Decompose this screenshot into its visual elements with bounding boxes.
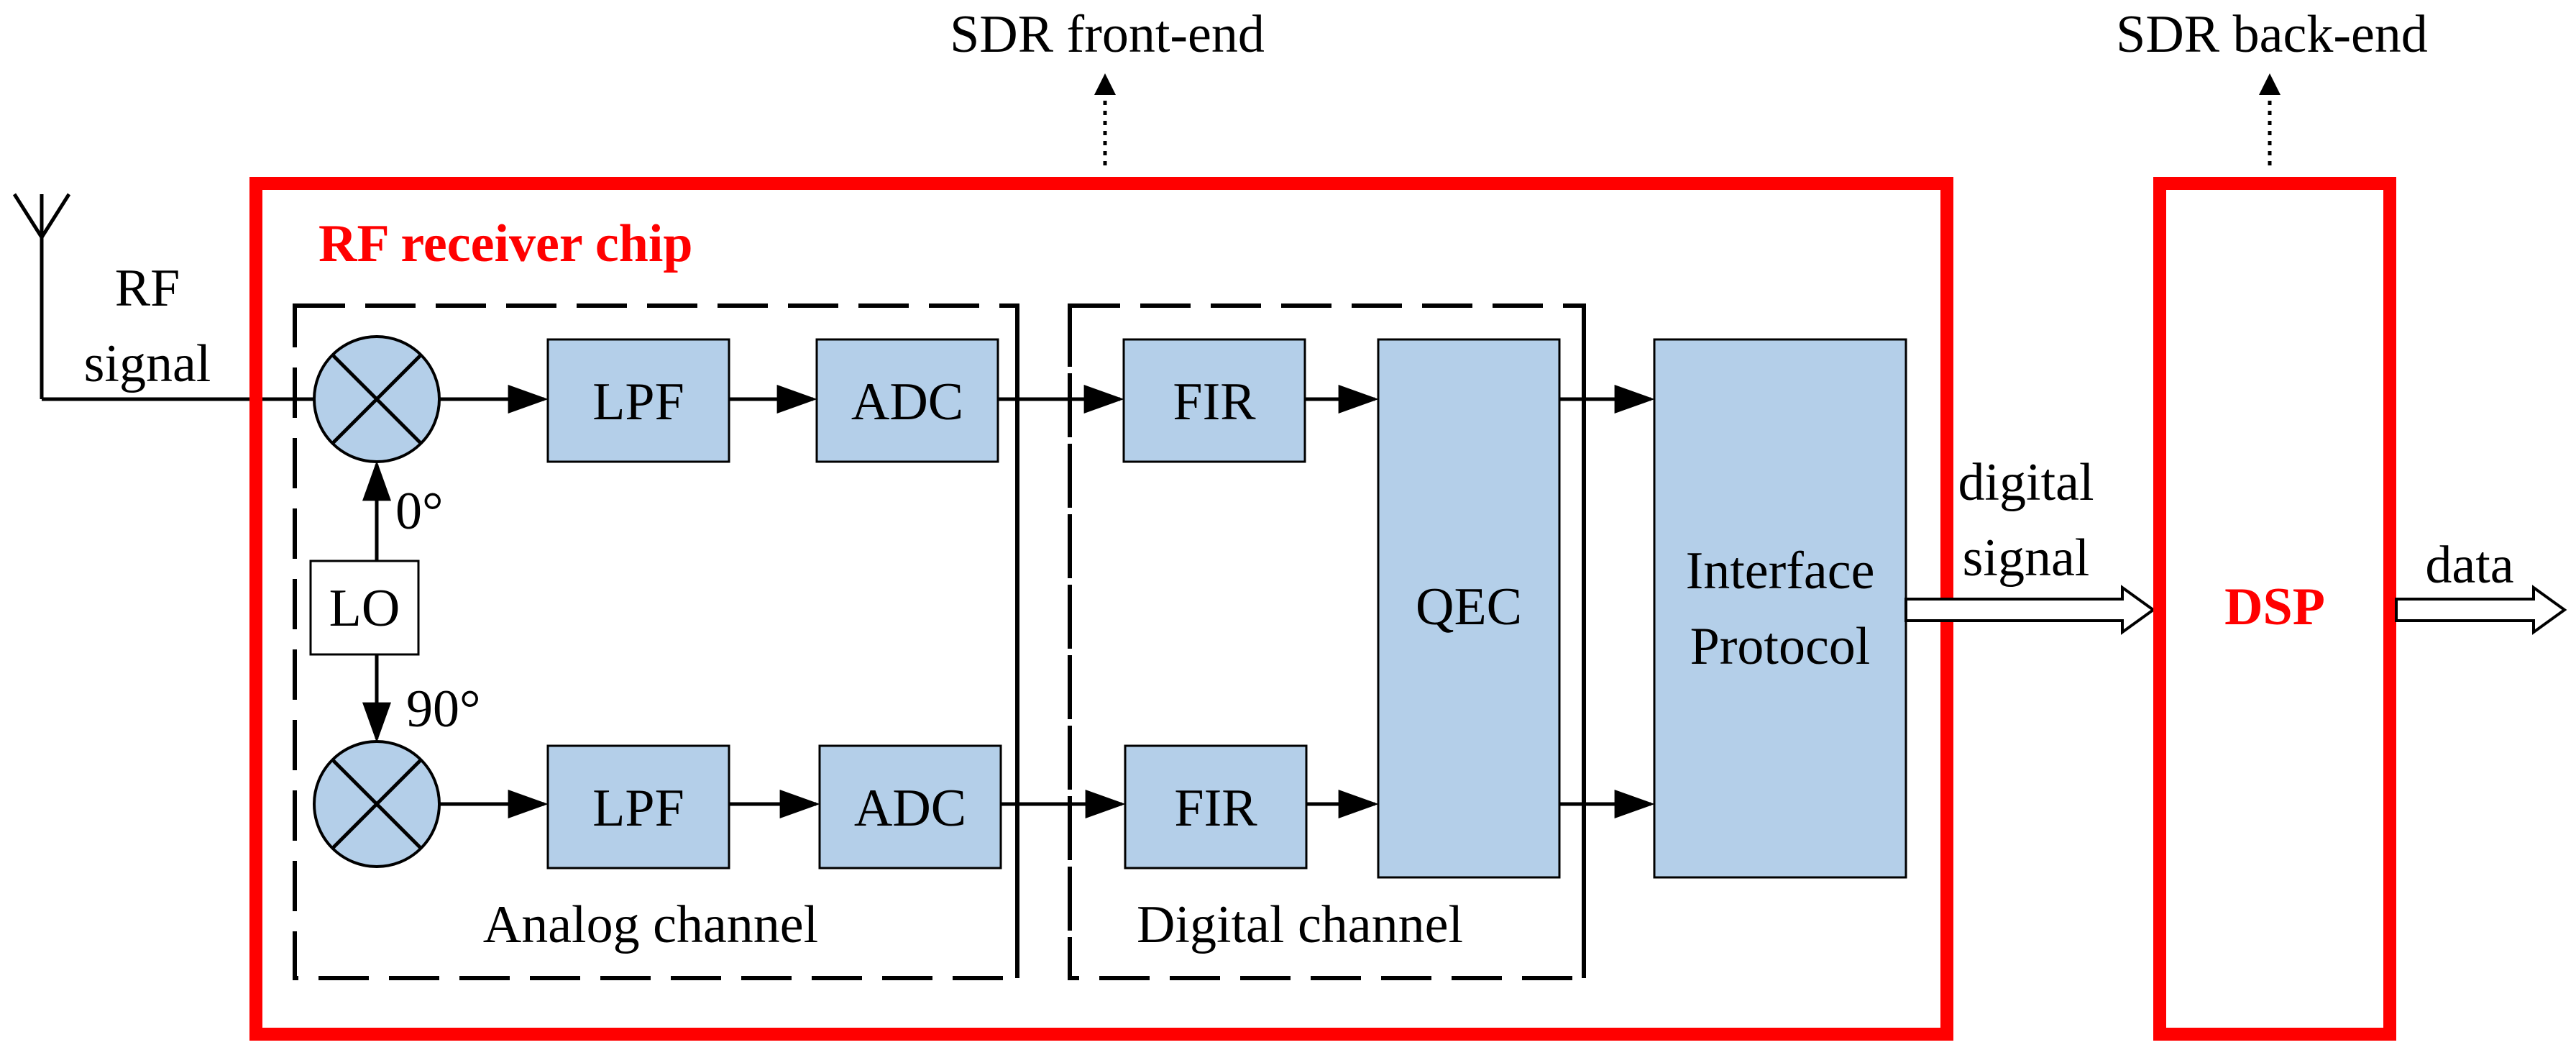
- rf-receiver-chip-label: RF receiver chip: [318, 214, 693, 273]
- qec-label: QEC: [1416, 578, 1522, 636]
- dsp-box: [2153, 177, 2396, 1041]
- qec-block: [1377, 338, 1561, 879]
- rf-signal-label-line1: RF: [115, 259, 180, 318]
- data-label: data: [2425, 536, 2513, 595]
- data-output-arrow: [2395, 585, 2567, 635]
- interface-protocol-block: [1653, 338, 1907, 879]
- adc-bottom-label: ADC: [854, 779, 966, 838]
- interface-label-line1: Interface: [1686, 542, 1875, 601]
- lpf-bottom-label: LPF: [592, 779, 684, 838]
- adc-top-label: ADC: [851, 373, 963, 432]
- sdr-back-end-label: SDR back-end: [2116, 5, 2428, 64]
- mixer-top-icon: [313, 335, 441, 463]
- phase-0-label: 0°: [395, 482, 444, 541]
- lo-block: [309, 560, 420, 656]
- adc-bottom-block: [818, 744, 1002, 869]
- fir-bottom-label: FIR: [1174, 779, 1257, 838]
- fir-bottom-block: [1124, 744, 1308, 869]
- phase-90-label: 90°: [406, 680, 481, 739]
- lo-label: LO: [329, 579, 400, 638]
- digital-signal-arrow: [1905, 585, 2156, 635]
- front-end-pointer-head: [1094, 73, 1116, 95]
- digital-channel-label: Digital channel: [1137, 895, 1463, 954]
- back-end-pointer-head: [2259, 73, 2281, 95]
- lpf-bottom-block: [546, 744, 730, 869]
- fir-top-label: FIR: [1173, 373, 1256, 432]
- lpf-top-label: LPF: [592, 373, 684, 432]
- dsp-label: DSP: [2224, 578, 2325, 636]
- digital-signal-label-line1: digital: [1958, 453, 2094, 512]
- adc-top-block: [815, 338, 999, 463]
- interface-label-line2: Protocol: [1690, 617, 1871, 676]
- antenna-icon: [12, 193, 315, 401]
- sdr-front-end-label: SDR front-end: [950, 5, 1265, 64]
- mixer-bottom-icon: [313, 740, 441, 868]
- rf-signal-label-line2: signal: [84, 334, 211, 393]
- analog-channel-label: Analog channel: [483, 895, 818, 954]
- fir-top-block: [1122, 338, 1306, 463]
- digital-signal-label-line2: signal: [1963, 529, 2090, 588]
